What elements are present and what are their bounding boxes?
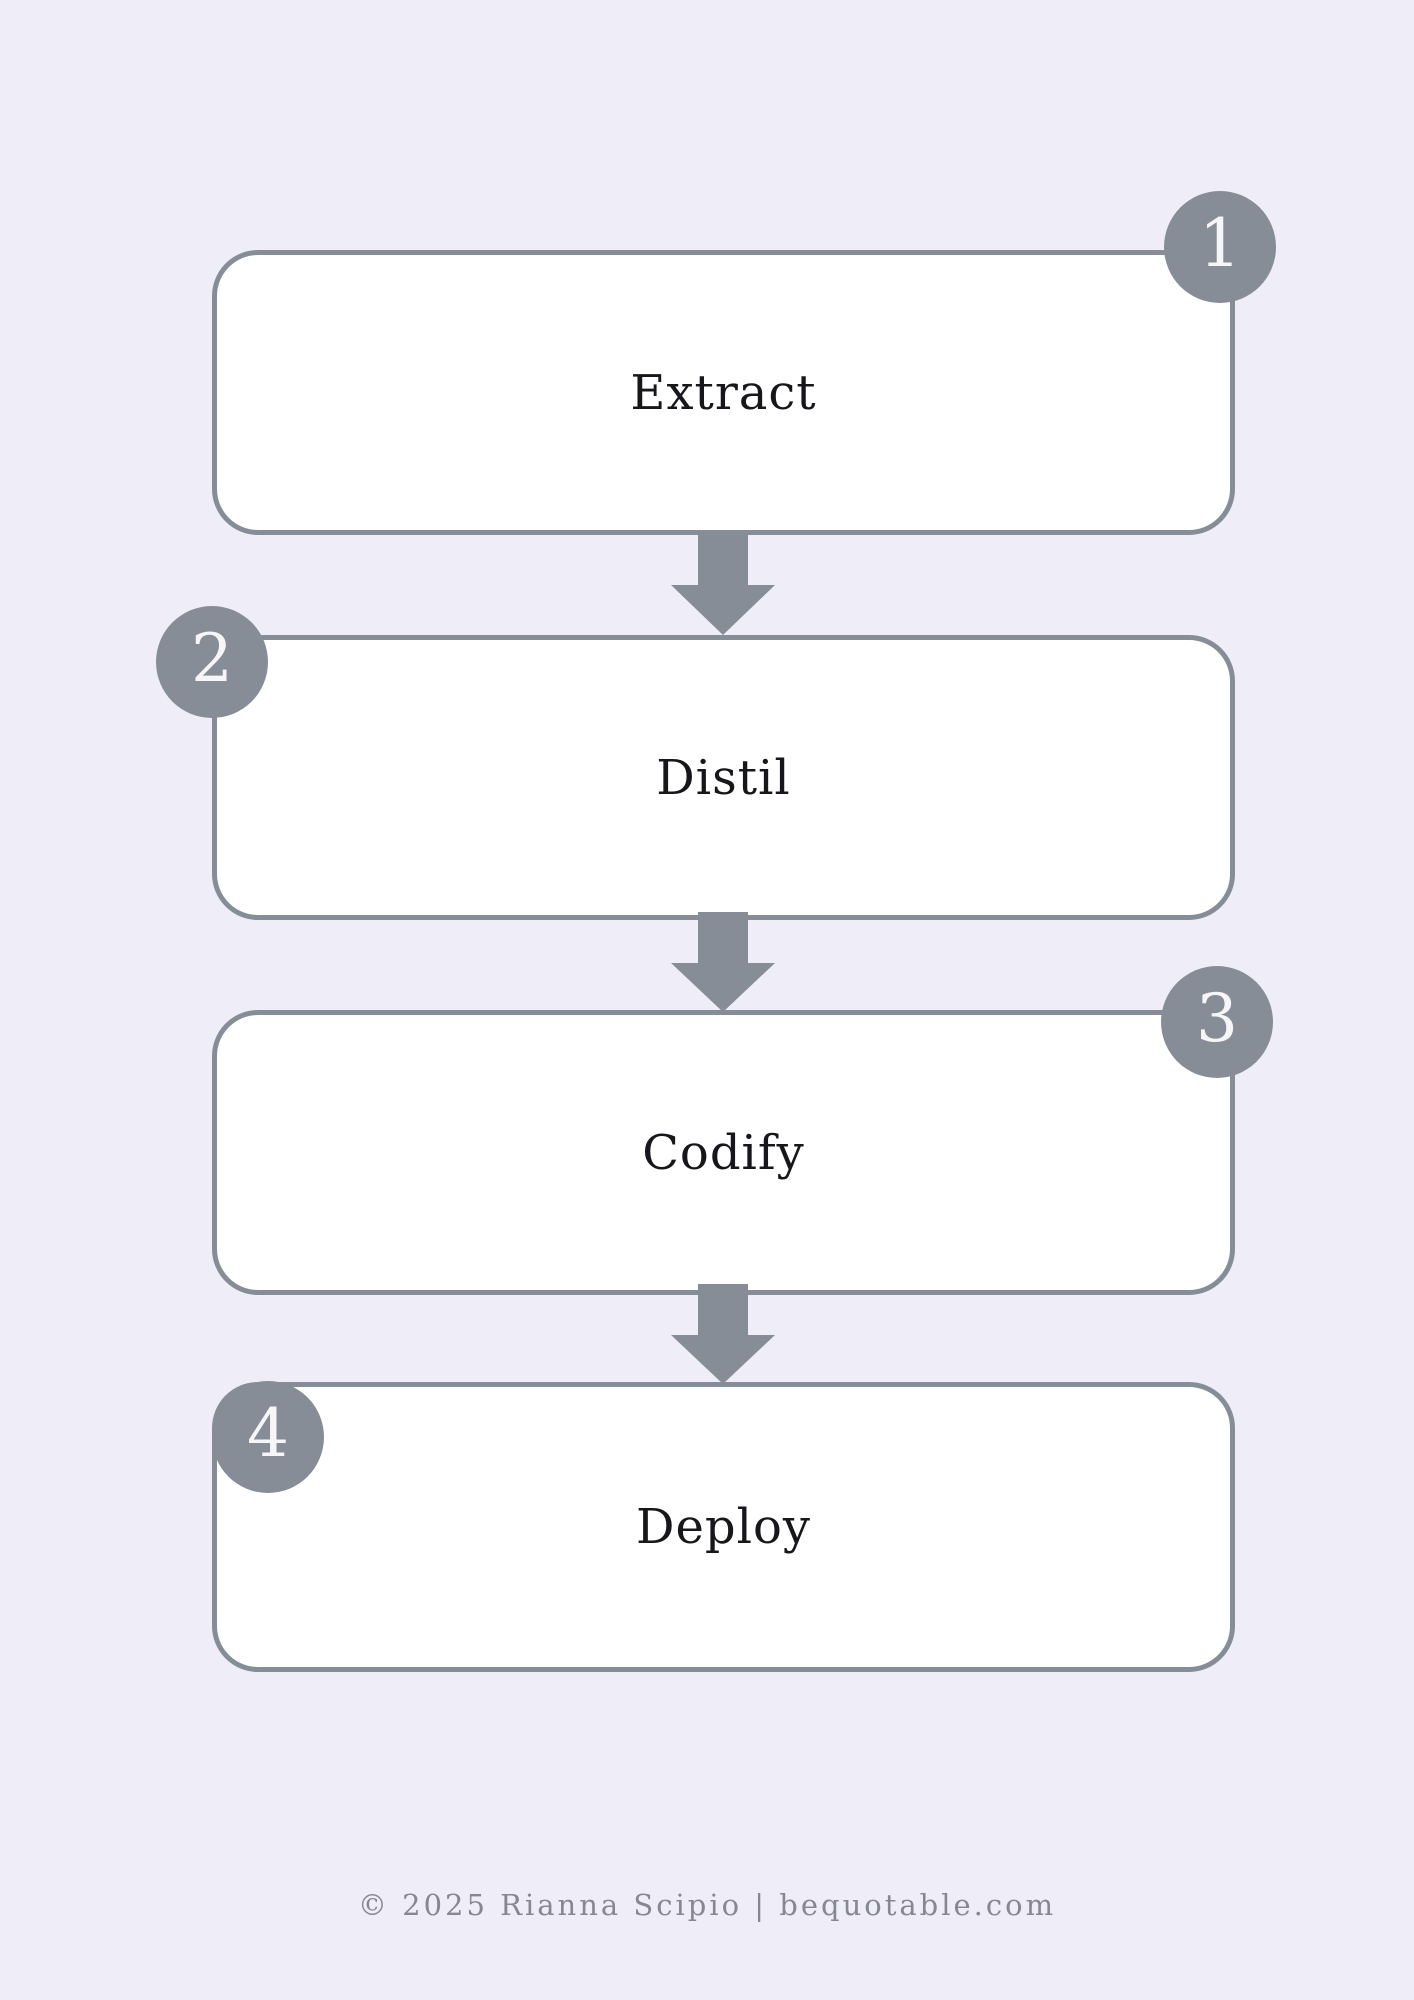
step-number-1: 1 [1199, 205, 1241, 282]
step-number-2: 2 [191, 620, 233, 697]
step-box-deploy: Deploy [212, 1382, 1235, 1672]
step-number-badge-2: 2 [156, 606, 268, 718]
step-number-badge-3: 3 [1161, 966, 1273, 1078]
arrow-down-icon [671, 912, 775, 1012]
step-number-3: 3 [1196, 980, 1238, 1057]
step-label-codify: Codify [642, 1124, 805, 1181]
step-label-deploy: Deploy [636, 1499, 811, 1555]
step-label-distil: Distil [656, 749, 791, 806]
footer-credit: © 2025 Rianna Scipio | bequotable.com [357, 1888, 1057, 1922]
step-number-badge-4: 4 [212, 1381, 324, 1493]
step-label-extract: Extract [630, 364, 817, 421]
step-box-codify: Codify [212, 1010, 1235, 1295]
step-box-extract: Extract [212, 250, 1235, 535]
step-number-badge-1: 1 [1164, 191, 1276, 303]
step-box-distil: Distil [212, 635, 1235, 920]
step-number-4: 4 [247, 1395, 289, 1472]
arrow-down-icon [671, 533, 775, 635]
arrow-down-icon [671, 1284, 775, 1384]
